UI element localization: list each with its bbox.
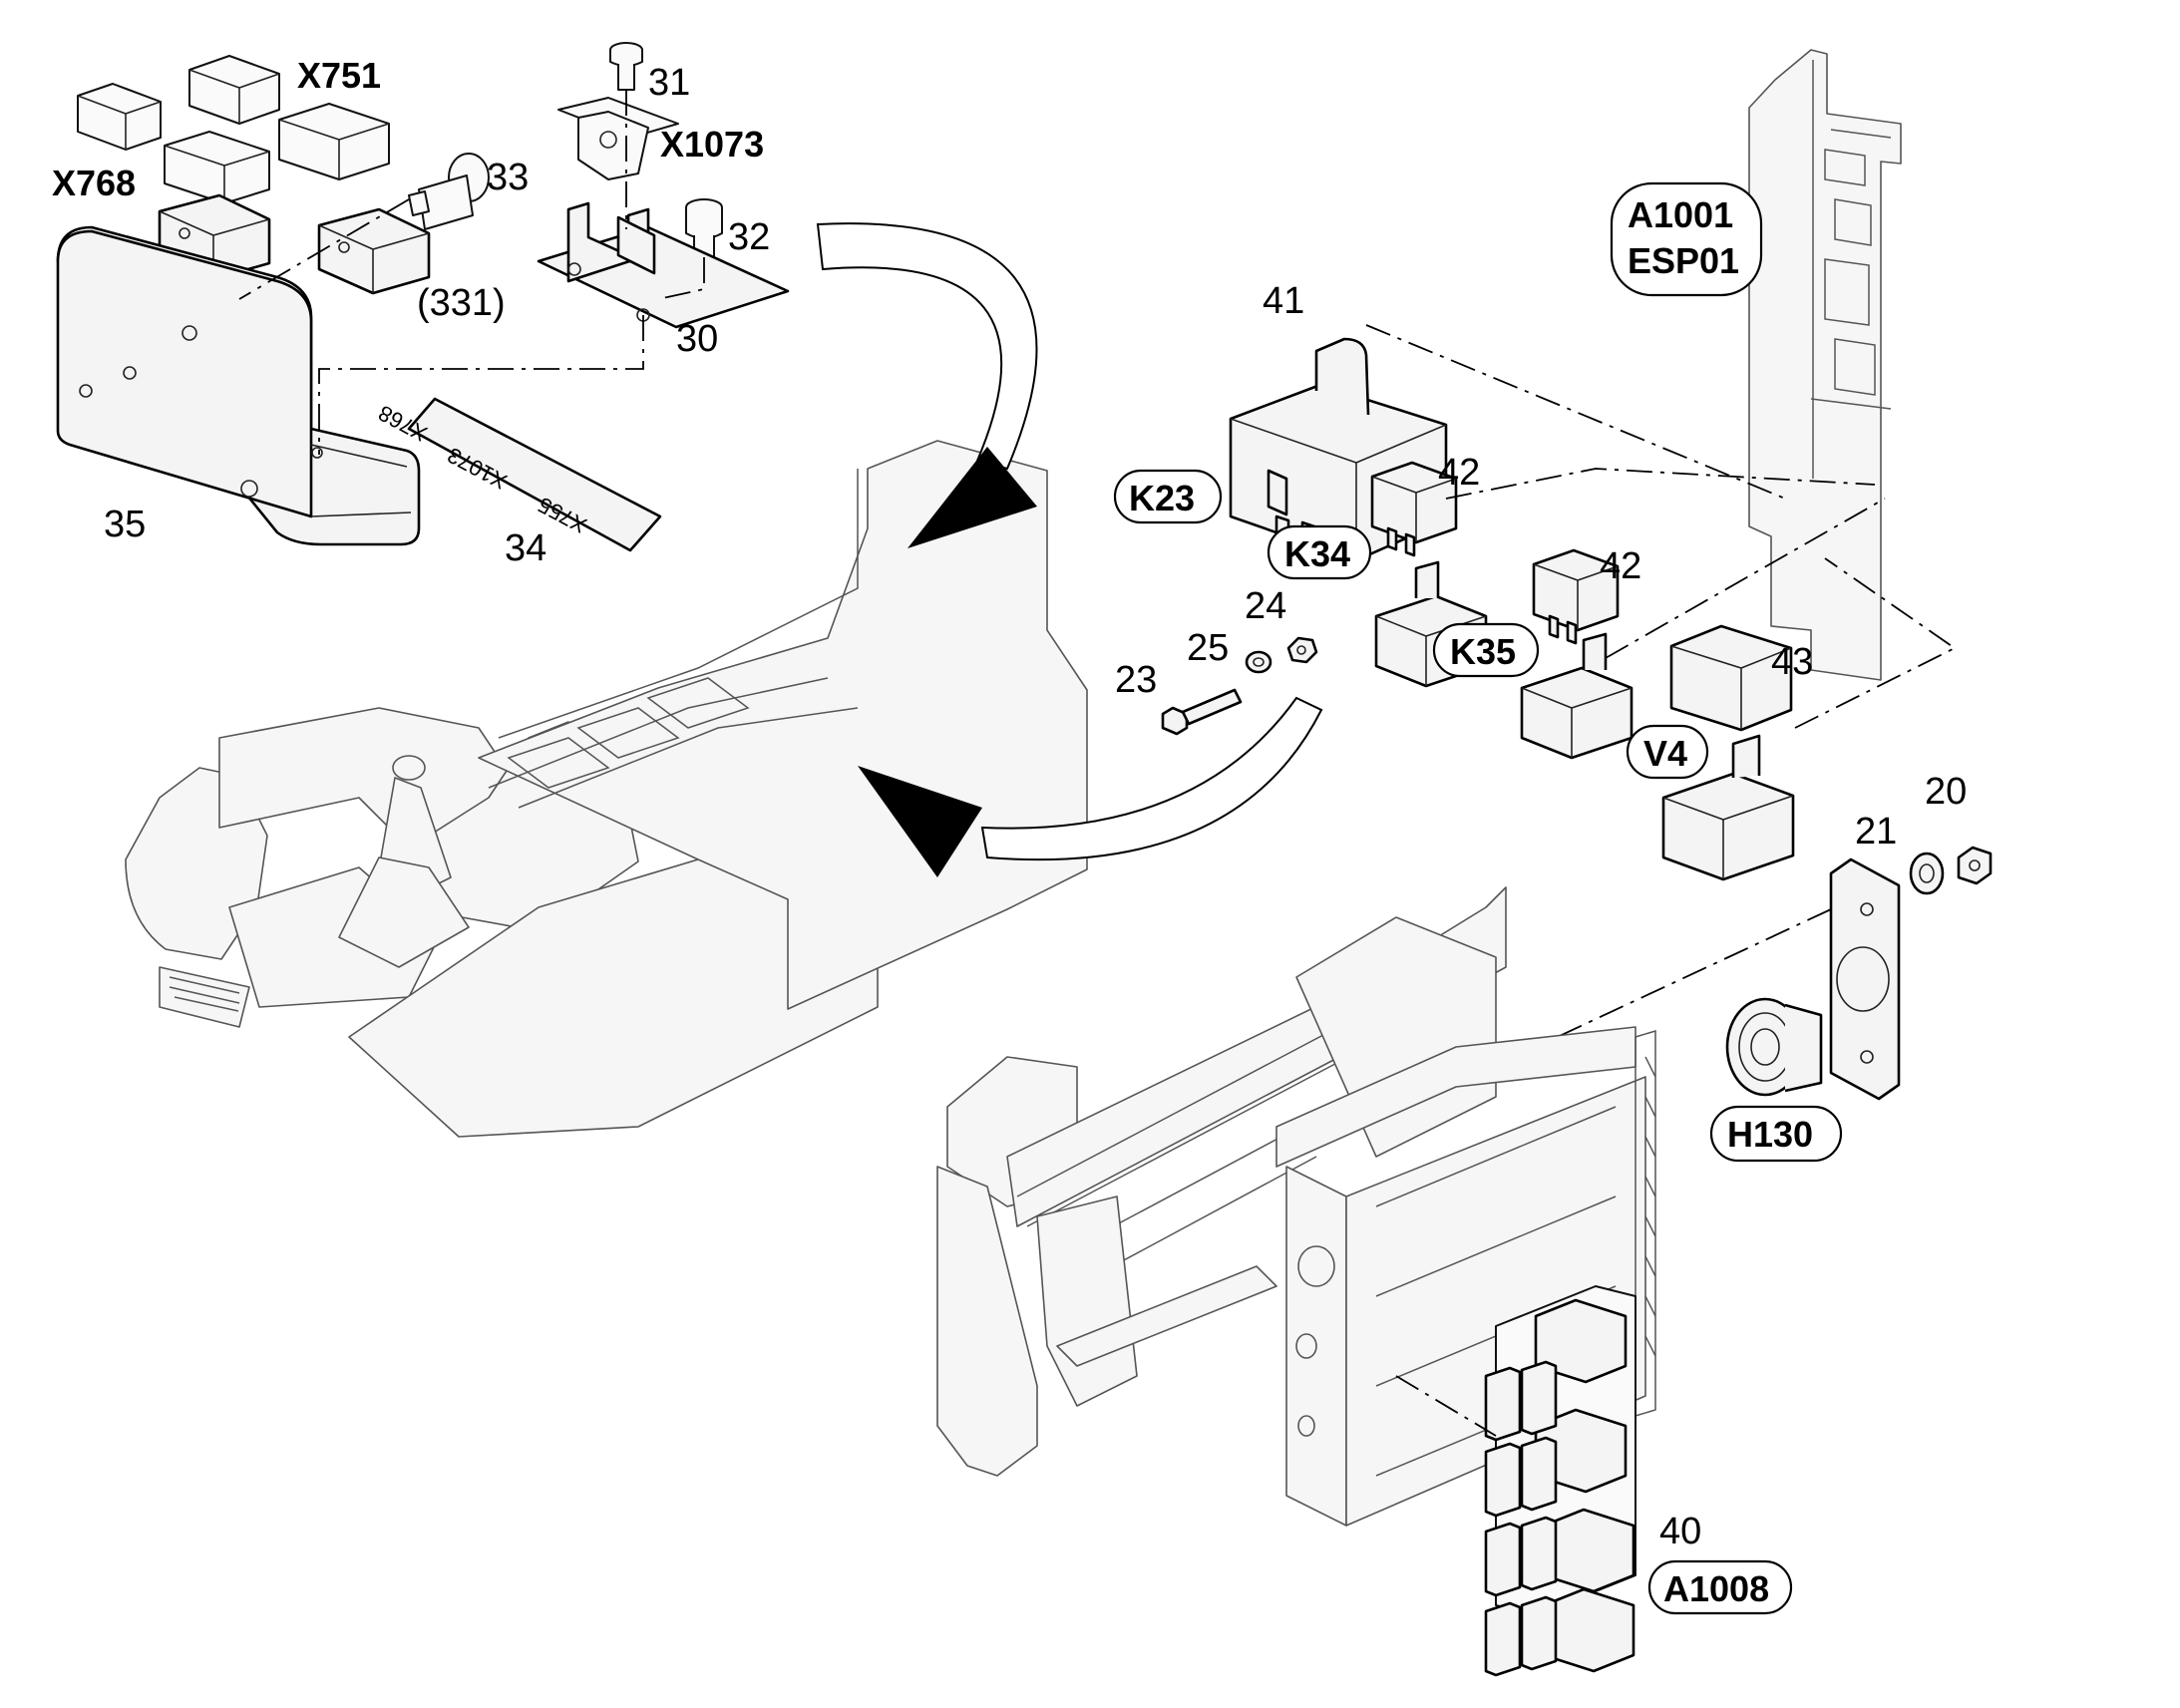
label-34: 34 <box>505 527 546 569</box>
bracket-35 <box>56 225 421 546</box>
label-esp01: ESP01 <box>1628 240 1739 281</box>
label-v4-frame <box>1626 724 1709 780</box>
label-41: 41 <box>1263 280 1304 322</box>
label-23: 23 <box>1115 659 1157 701</box>
module-a1001 <box>1748 49 1902 681</box>
screw-32 <box>685 198 723 258</box>
label-40: 40 <box>1659 1511 1701 1552</box>
label-21: 21 <box>1855 811 1897 853</box>
label-35: 35 <box>104 504 146 545</box>
leader-32 <box>657 257 705 300</box>
label-x751: X751 <box>297 55 381 96</box>
label-33: 33 <box>487 157 529 198</box>
socket-v4 <box>1661 734 1795 881</box>
label-h130: H130 <box>1727 1114 1813 1155</box>
nut-20 <box>1957 846 1993 885</box>
leader-33-331 <box>238 198 410 300</box>
label-h130-frame <box>1709 1105 1843 1163</box>
label-43: 43 <box>1771 641 1813 683</box>
leader-a1008 <box>1395 1375 1497 1437</box>
label-k34-frame <box>1267 524 1372 580</box>
plug-x1073 <box>557 97 679 180</box>
label-x1073: X1073 <box>660 124 764 165</box>
label-k35-frame <box>1432 622 1540 678</box>
label-32: 32 <box>728 216 770 258</box>
leader-k35 <box>1605 498 1886 659</box>
washer-25 <box>1245 650 1272 674</box>
relay-42-k34 <box>1370 461 1458 557</box>
connector-x768-group <box>77 83 162 151</box>
label-x768: X768 <box>52 163 136 203</box>
bracket-30 <box>537 201 790 329</box>
label-a1001-esp01-frame <box>1610 181 1763 297</box>
label-v4: V4 <box>1643 733 1687 774</box>
label-30: 30 <box>676 318 718 360</box>
label-a1001: A1001 <box>1628 194 1733 235</box>
label-a1008-frame <box>1647 1559 1793 1615</box>
leader-43 <box>1794 557 1957 729</box>
screw-31 <box>609 42 643 91</box>
label-24: 24 <box>1245 585 1286 627</box>
relay-42-k35 <box>1532 548 1620 645</box>
label-k35: K35 <box>1450 631 1516 672</box>
label-25: 25 <box>1187 627 1229 669</box>
module-a1008 <box>1484 1285 1636 1677</box>
label-k23: K23 <box>1129 478 1195 518</box>
label-42-k35: 42 <box>1600 545 1641 587</box>
arrow-relays-to-console <box>858 696 1323 877</box>
plate-text-line1: X768 <box>374 400 431 446</box>
label-k23-frame <box>1113 469 1223 524</box>
connector-x751-group <box>164 55 390 204</box>
label-42-k34: 42 <box>1438 452 1480 494</box>
leader-h130 <box>1385 908 1832 1118</box>
clip-331-right <box>317 207 431 295</box>
bolt-23 <box>1161 688 1243 736</box>
arrow-top-to-console <box>816 222 1038 548</box>
label-k34: K34 <box>1284 533 1350 574</box>
control-console <box>125 440 1088 1138</box>
label-20: 20 <box>1925 771 1967 813</box>
leader-42-k34 <box>1445 468 1876 500</box>
mounting-plate-h130 <box>1829 857 1901 1101</box>
washer-21 <box>1909 852 1945 895</box>
relay-43 <box>1669 624 1793 732</box>
nut-24 <box>1286 636 1318 664</box>
label-331: (331) <box>417 282 506 324</box>
leader-30-35 <box>318 315 644 455</box>
cab-frame <box>936 886 1656 1527</box>
screw-33 <box>408 153 490 230</box>
label-31: 31 <box>648 62 690 104</box>
label-a1008: A1008 <box>1663 1568 1769 1609</box>
buzzer-h130 <box>1725 997 1823 1097</box>
leader-41 <box>1365 324 1786 500</box>
